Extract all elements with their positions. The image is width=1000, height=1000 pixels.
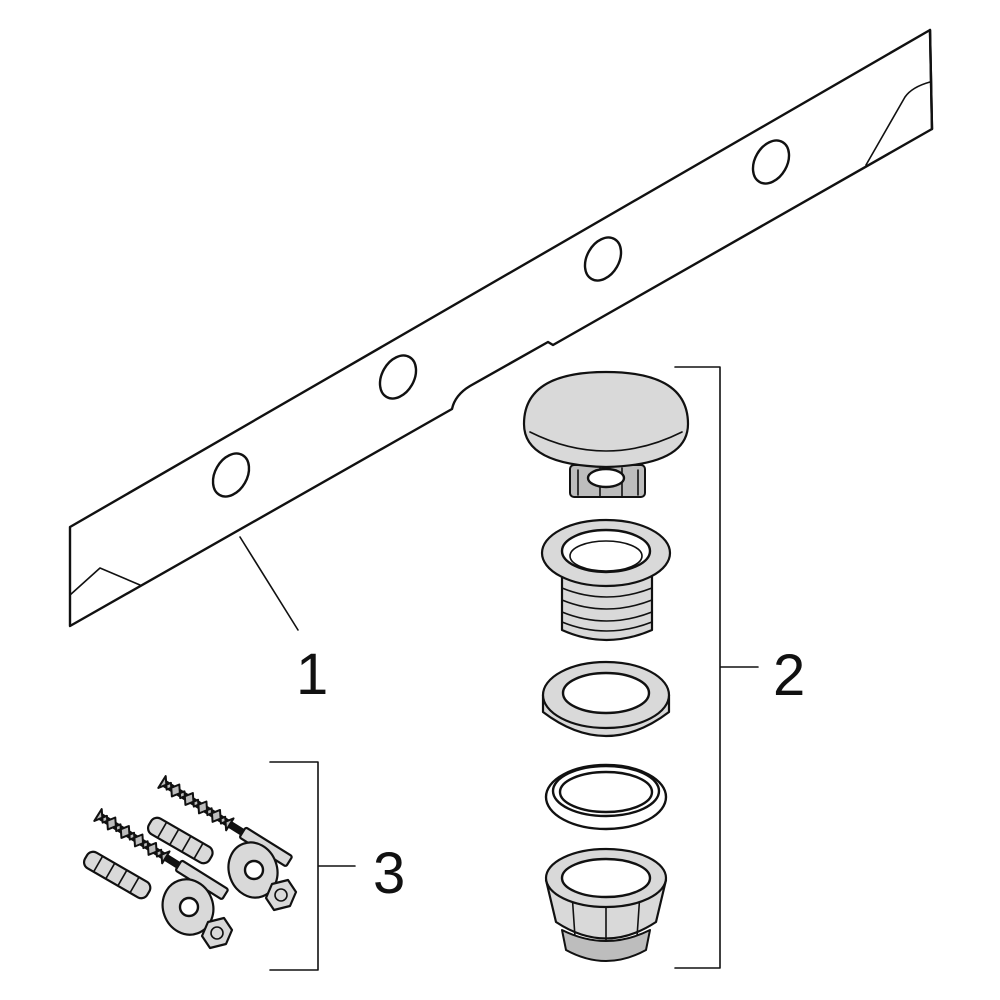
rail-hole xyxy=(583,236,623,282)
part-label-2: 2 xyxy=(773,643,805,708)
rail-hole xyxy=(211,452,251,498)
fastener-set xyxy=(82,775,298,950)
bracket-2 xyxy=(674,366,759,969)
rail-hole xyxy=(378,354,418,400)
bracket-3 xyxy=(269,761,356,971)
rail-hole xyxy=(751,139,791,185)
leader-line-1 xyxy=(239,536,299,631)
mounting-rail xyxy=(68,28,934,628)
part-label-3: 3 xyxy=(373,841,405,906)
drain-assembly xyxy=(522,370,690,962)
part-label-1: 1 xyxy=(296,642,328,707)
